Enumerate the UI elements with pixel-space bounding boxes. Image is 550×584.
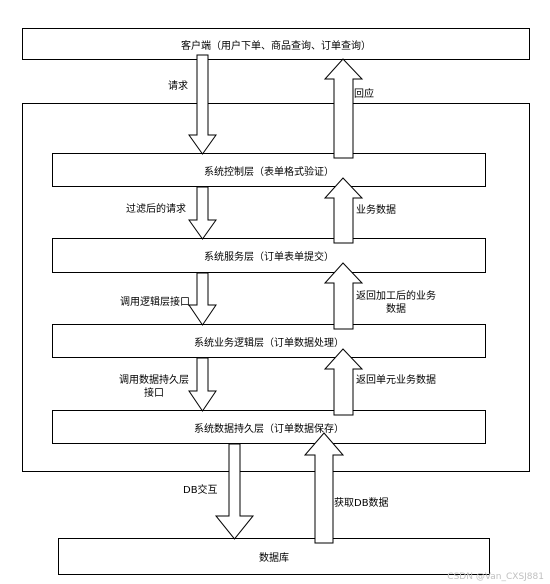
business-data-up-arrow <box>323 177 364 244</box>
return-processed-label: 返回加工后的业务数据 <box>356 291 436 315</box>
db-interaction-down-arrow <box>214 443 255 540</box>
database-text: 数据库 <box>259 553 289 564</box>
service-layer-text: 系统服务层（订单表单提交） <box>204 252 334 263</box>
call-logic-label: 调用逻辑层接口 <box>120 297 190 308</box>
filtered-request-label: 过滤后的请求 <box>126 204 186 215</box>
call-persistence-down-arrow <box>188 357 217 412</box>
response-label: 回应 <box>354 89 374 100</box>
persistence-layer-text: 系统数据持久层（订单数据保存） <box>194 423 344 435</box>
response-up-arrow <box>323 58 364 159</box>
return-unit-up-arrow <box>323 348 364 416</box>
controller-layer-box: 系统控制层（表单格式验证） <box>52 153 486 187</box>
request-down-arrow <box>188 54 217 155</box>
server-system-frame <box>22 103 530 472</box>
controller-layer-text: 系统控制层（表单格式验证） <box>204 166 334 178</box>
get-db-data-up-arrow <box>303 432 345 544</box>
return-unit-label: 返回单元业务数据 <box>356 375 436 386</box>
request-label: 请求 <box>168 81 188 92</box>
persistence-layer-box: 系统数据持久层（订单数据保存） <box>52 410 486 444</box>
get-db-data-label: 获取DB数据 <box>334 498 389 509</box>
filtered-request-down-arrow <box>188 186 217 240</box>
database-box: 数据库 <box>58 538 490 575</box>
business-layer-box: 系统业务逻辑层（订单数据处理） <box>52 324 486 358</box>
call-logic-down-arrow <box>188 272 217 326</box>
business-layer-text: 系统业务逻辑层（订单数据处理） <box>194 337 344 349</box>
client-layer-text: 客户端（用户下单、商品查询、订单查询） <box>181 40 371 52</box>
service-layer-box: 系统服务层（订单表单提交） <box>52 238 486 273</box>
client-layer-box: 客户端（用户下单、商品查询、订单查询） <box>22 28 530 60</box>
return-processed-up-arrow <box>323 262 364 330</box>
watermark: CSDN @Van_CXSJ881 <box>447 572 544 582</box>
call-persistence-label: 调用数据持久层接口 <box>119 375 189 399</box>
business-data-label: 业务数据 <box>356 205 396 216</box>
db-interaction-label: DB交互 <box>183 485 218 496</box>
